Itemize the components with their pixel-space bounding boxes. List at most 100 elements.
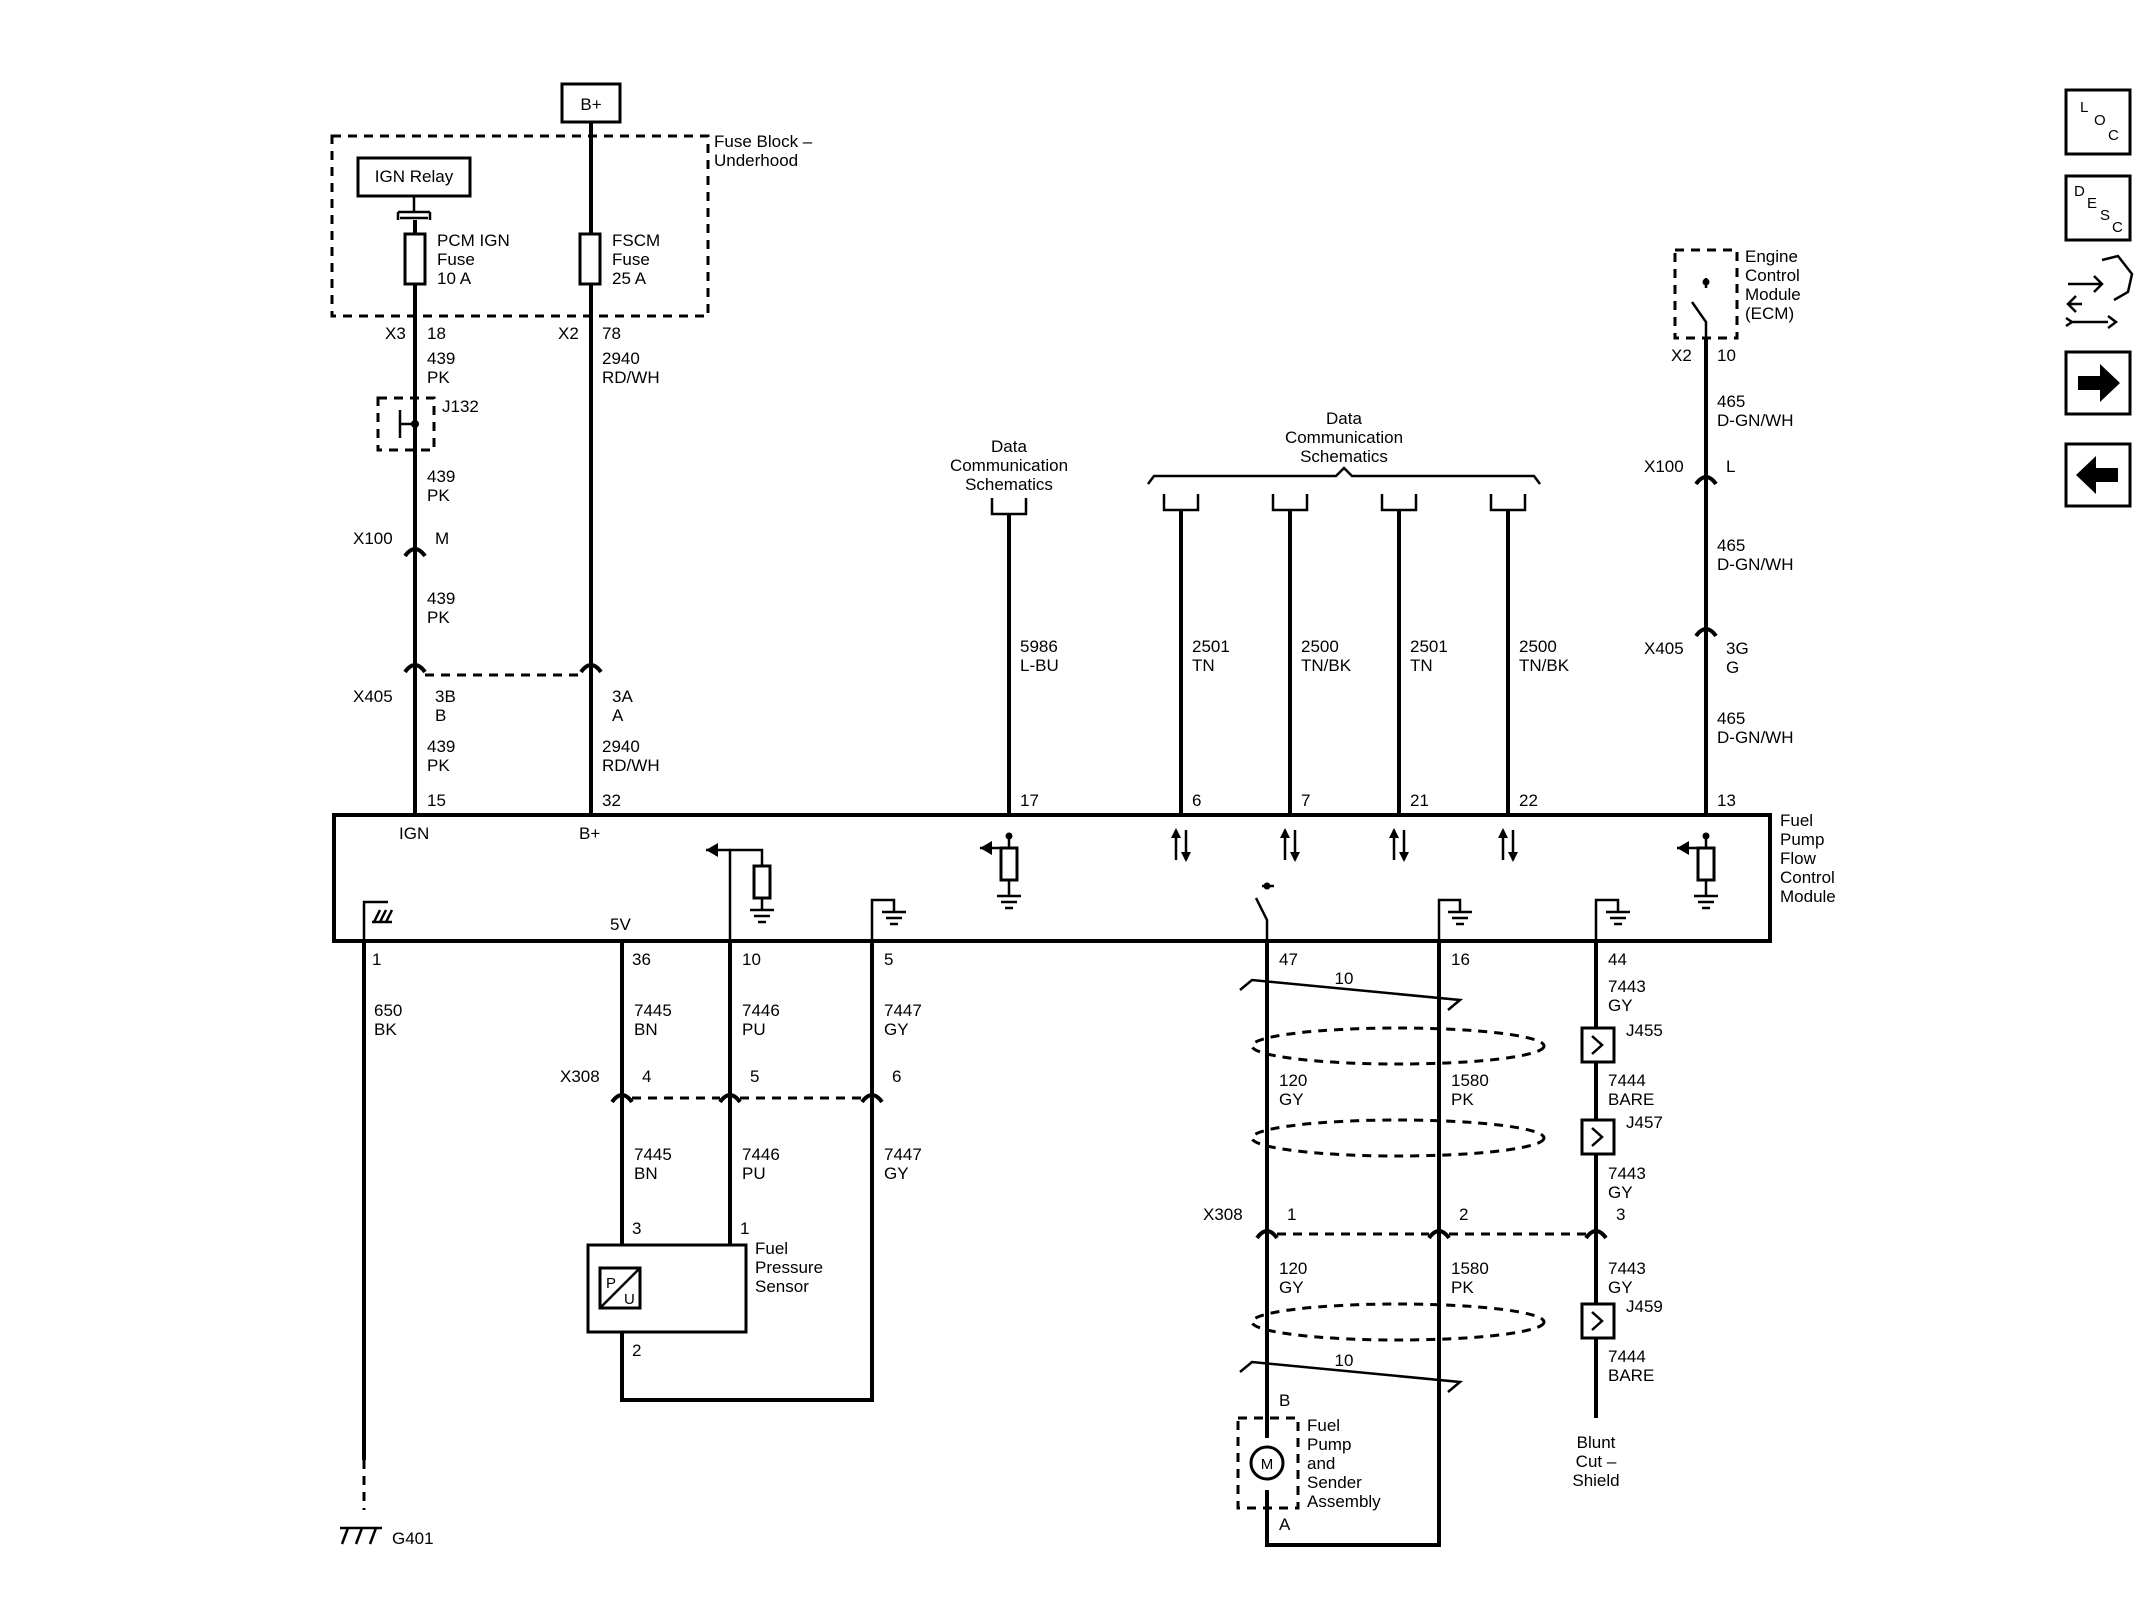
wire-color-pk-c: PK: [427, 608, 450, 627]
fpsa-line4: Sender: [1307, 1473, 1362, 1492]
x308-left-label: X308: [560, 1067, 600, 1086]
pin-3a: 3A: [612, 687, 633, 706]
sensor-pin-3: 3: [632, 1219, 641, 1238]
blunt-line3: Shield: [1572, 1471, 1619, 1490]
pcm-fuse-label-3: 10 A: [437, 269, 472, 288]
previous-arrow-icon[interactable]: [2064, 442, 2132, 508]
dcs1-line1: Data: [991, 437, 1027, 456]
wire-num-120-a: 120: [1279, 1071, 1307, 1090]
connector-x405-3b: [403, 663, 427, 674]
splice-j455: J455: [1580, 1021, 1663, 1064]
pin-1: 1: [372, 950, 381, 969]
dcs2-line3: Schematics: [1300, 447, 1388, 466]
sensor-pin-1: 1: [740, 1219, 749, 1238]
x405-label: X405: [353, 687, 393, 706]
wire-num-1580-b: 1580: [1451, 1259, 1489, 1278]
ecm-line4: (ECM): [1745, 304, 1794, 323]
wire-color-pu-a: PU: [742, 1020, 766, 1039]
b-plus-terminal: B+: [560, 82, 622, 124]
pin-21: 21: [1410, 791, 1429, 810]
wire-num-1580-a: 1580: [1451, 1071, 1489, 1090]
x308-pin-1: 1: [1287, 1205, 1296, 1224]
5v-label: 5V: [610, 915, 631, 934]
ecm-x2-label: X2: [1671, 346, 1692, 365]
wire-color-rdwh-b: RD/WH: [602, 756, 660, 775]
wire-num-7443-b: 7443: [1608, 1164, 1646, 1183]
x405-right-label: X405: [1644, 639, 1684, 658]
wire-color-dgnwh-a: D-GN/WH: [1717, 411, 1793, 430]
x3-label: X3: [385, 324, 406, 343]
wire-color-pk: PK: [427, 368, 450, 387]
dcs1-line3: Schematics: [965, 475, 1053, 494]
pump-pin-a: A: [1279, 1515, 1291, 1534]
fps-line1: Fuel: [755, 1239, 788, 1258]
wire-num-7445-a: 7445: [634, 1001, 672, 1020]
j459-label: J459: [1626, 1297, 1663, 1316]
next-arrow-icon[interactable]: [2064, 350, 2132, 416]
fpfcm-line4: Control: [1780, 868, 1835, 887]
dcs1-line2: Communication: [950, 456, 1068, 475]
engine-control-module: Engine Control Module (ECM): [1673, 247, 1801, 340]
connector-wrench-icon[interactable]: [2065, 254, 2134, 329]
wire-num-2500-a: 2500: [1301, 637, 1339, 656]
wire-num-439-d: 439: [427, 737, 455, 756]
wire-num-7447-a: 7447: [884, 1001, 922, 1020]
wire-num-7446-a: 7446: [742, 1001, 780, 1020]
wire-num-7447-b: 7447: [884, 1145, 922, 1164]
fpsa-line5: Assembly: [1307, 1492, 1381, 1511]
pin-a: A: [612, 706, 624, 725]
location-icon[interactable]: L O C: [2064, 88, 2132, 156]
wire-color-bare-a: BARE: [1608, 1090, 1654, 1109]
fps-line2: Pressure: [755, 1258, 823, 1277]
x308-pin-4: 4: [642, 1067, 651, 1086]
pin-5: 5: [884, 950, 893, 969]
wire-color-gy-a: GY: [884, 1020, 909, 1039]
wire-color-dgnwh-c: D-GN/WH: [1717, 728, 1793, 747]
desc-letter-e: E: [2087, 195, 2097, 212]
connector-x405-3g: [1694, 627, 1718, 638]
bplus-pin-label: B+: [579, 824, 600, 843]
wire-num-7444-b: 7444: [1608, 1347, 1646, 1366]
twisted-pair-marker-b: [1239, 1360, 1464, 1393]
pin-6: 6: [1192, 791, 1201, 810]
pin-44: 44: [1608, 950, 1627, 969]
wire-num-7443-a: 7443: [1608, 977, 1646, 996]
fuse-block-underhood: Fuse Block – Underhood IGN Relay PCM IGN…: [330, 132, 813, 318]
wire-num-439: 439: [427, 349, 455, 368]
j457-label: J457: [1626, 1113, 1663, 1132]
description-icon[interactable]: D E S C: [2064, 174, 2132, 242]
fscm-fuse-label-3: 25 A: [612, 269, 647, 288]
fpfcm-line2: Pump: [1780, 830, 1824, 849]
pin-m: M: [435, 529, 449, 548]
wire-color-dgnwh-b: D-GN/WH: [1717, 555, 1793, 574]
twist-a-label: 10: [1335, 969, 1354, 988]
wire-color-lbu: L-BU: [1020, 656, 1059, 675]
connector-x100-l: [1694, 475, 1718, 486]
connector-x308-right: [1255, 1229, 1608, 1240]
loc-letter-o: O: [2094, 112, 2106, 129]
wire-color-tn-a: TN: [1192, 656, 1215, 675]
dcs2-line2: Communication: [1285, 428, 1403, 447]
x100-right-label: X100: [1644, 457, 1684, 476]
wire-num-120-b: 120: [1279, 1259, 1307, 1278]
pin-78: 78: [602, 324, 621, 343]
pin-7: 7: [1301, 791, 1310, 810]
pcm-ign-fuse: [403, 232, 427, 286]
fscm-fuse: [578, 232, 602, 286]
fuse-block-label-2: Underhood: [714, 151, 798, 170]
ground-g401: G401: [340, 1526, 434, 1548]
ign-pin-label: IGN: [399, 824, 429, 843]
connector-x405-3a: [579, 663, 603, 674]
pin-32: 32: [602, 791, 621, 810]
fpsa-line2: Pump: [1307, 1435, 1351, 1454]
pcm-fuse-label-2: Fuse: [437, 250, 475, 269]
wire-num-7446-b: 7446: [742, 1145, 780, 1164]
pin-3b: 3B: [435, 687, 456, 706]
b-plus-label: B+: [580, 95, 601, 114]
fuel-pressure-sensor: P U 3 1 2 Fuel Pressure Sensor: [586, 1219, 823, 1360]
wire-color-gy-e: GY: [1608, 1183, 1633, 1202]
data-comm-ref-2: Data Communication Schematics: [1147, 409, 1541, 512]
ecm-line3: Module: [1745, 285, 1801, 304]
motor-m-label: M: [1261, 1456, 1274, 1473]
